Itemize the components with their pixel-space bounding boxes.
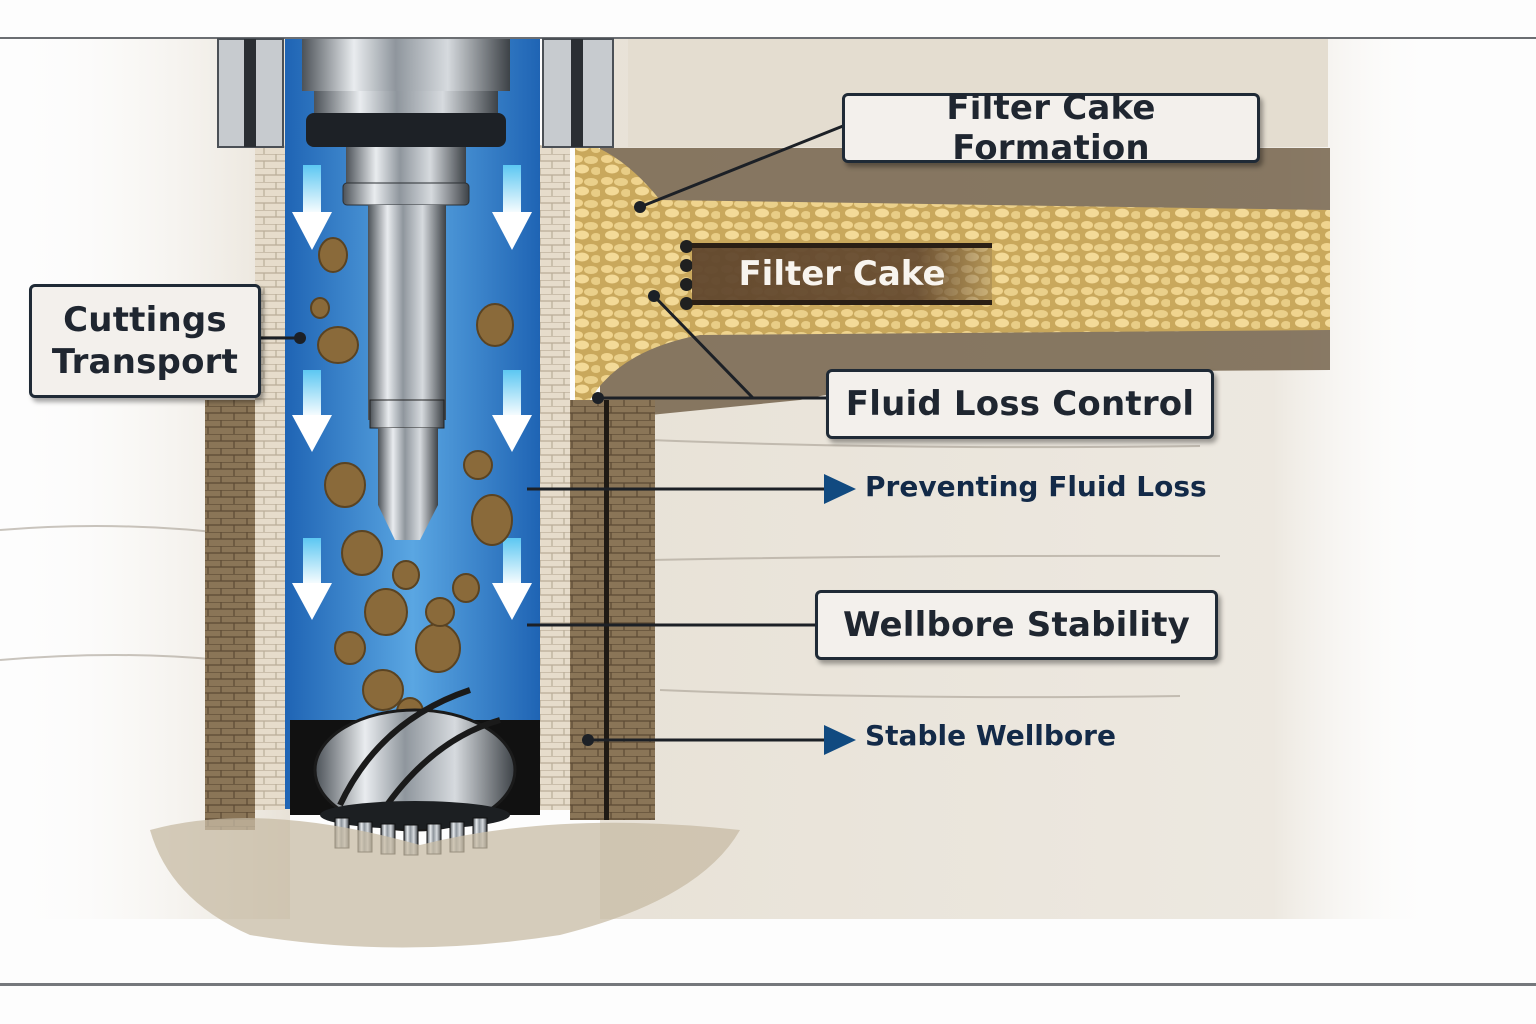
flow-arrow-down bbox=[492, 370, 532, 452]
pointer-arrow-icon bbox=[824, 474, 856, 504]
cutting bbox=[471, 494, 513, 546]
borehole-bottom-rubble bbox=[150, 818, 740, 948]
rock-cuttings bbox=[310, 237, 514, 727]
cutting bbox=[415, 623, 461, 673]
label-preventing-fluid-loss: Preventing Fluid Loss bbox=[865, 470, 1207, 503]
callout-fluid-loss-control: Fluid Loss Control bbox=[826, 369, 1214, 439]
cutting bbox=[452, 573, 480, 603]
leader-dot bbox=[592, 392, 604, 404]
leader-filter-cake-formation bbox=[639, 124, 844, 209]
flow-arrow-down bbox=[292, 165, 332, 250]
label-stable-wellbore: Stable Wellbore bbox=[865, 719, 1116, 752]
callout-text-line2: Transport bbox=[51, 342, 239, 382]
flow-arrow-down bbox=[292, 538, 332, 620]
callout-filter-cake-formation: Filter Cake Formation bbox=[842, 88, 1260, 168]
cutting bbox=[317, 326, 359, 364]
drill-pipe bbox=[368, 205, 446, 420]
left-formation-brick bbox=[205, 400, 255, 830]
leader-lines bbox=[261, 124, 844, 742]
callout-text: Filter Cake Formation bbox=[946, 88, 1156, 168]
callout-cuttings-transport: Cuttings Transport bbox=[29, 284, 261, 398]
cutting bbox=[425, 597, 455, 627]
pointer-arrow-icon bbox=[824, 725, 856, 755]
cutting bbox=[476, 303, 514, 347]
drill-collar-ring bbox=[306, 113, 506, 147]
leader-dot bbox=[294, 332, 306, 344]
callout-text: Fluid Loss Control bbox=[845, 384, 1195, 424]
cutting bbox=[318, 237, 348, 273]
flow-arrow-down bbox=[492, 165, 532, 250]
top-frame-line bbox=[0, 37, 1536, 39]
callout-wellbore-stability: Wellbore Stability bbox=[815, 590, 1218, 660]
flow-arrows bbox=[292, 165, 532, 620]
cutting bbox=[324, 462, 366, 508]
callout-text-line1: Cuttings bbox=[63, 300, 227, 340]
leader-fluid-loss-a bbox=[652, 294, 755, 400]
leader-dot bbox=[634, 201, 646, 213]
leader-dot bbox=[648, 290, 660, 302]
right-wellbore-wall bbox=[540, 145, 570, 810]
cutting bbox=[334, 631, 366, 665]
cutting bbox=[463, 450, 493, 480]
filter-cake-label-text: Filter Cake bbox=[738, 254, 946, 294]
right-formation-brick bbox=[570, 400, 655, 820]
bottom-frame-line bbox=[0, 983, 1536, 986]
leader-dots bbox=[294, 201, 660, 746]
filter-cake-banner-rivets bbox=[680, 240, 696, 310]
cutting bbox=[310, 297, 330, 319]
flow-arrow-down bbox=[492, 538, 532, 620]
left-wellbore-wall bbox=[255, 145, 285, 810]
filter-cake-label: Filter Cake bbox=[692, 243, 992, 305]
cutting bbox=[341, 530, 383, 576]
flow-arrow-down bbox=[292, 370, 332, 452]
leader-dot bbox=[582, 734, 594, 746]
cutting bbox=[392, 560, 420, 590]
callout-text: Wellbore Stability bbox=[842, 605, 1191, 645]
cutting bbox=[364, 588, 408, 636]
drill-string-top bbox=[302, 39, 510, 91]
cutting bbox=[362, 669, 404, 711]
